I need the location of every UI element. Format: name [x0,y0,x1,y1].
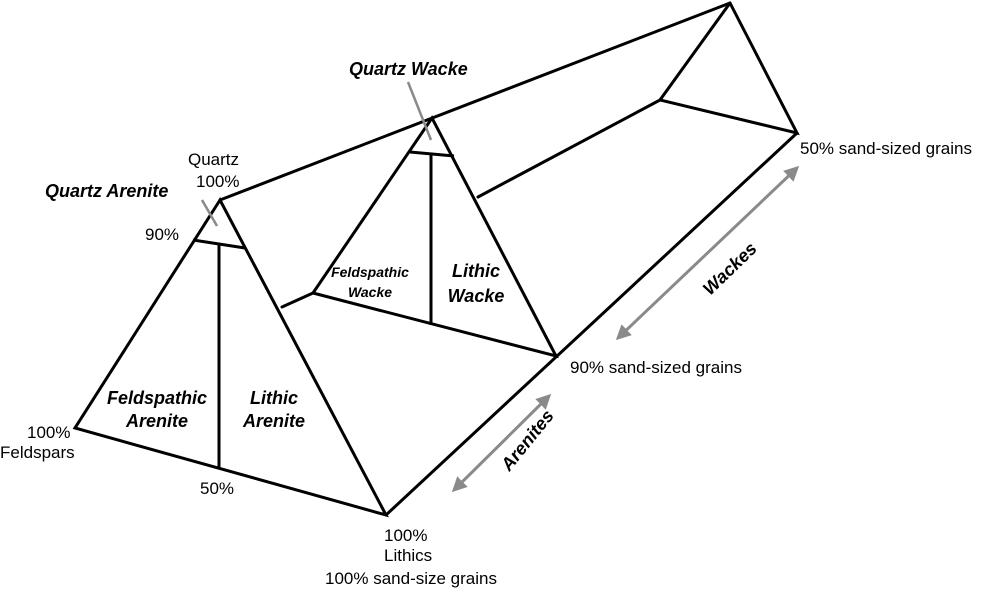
feldspars-100-label: 100% [27,423,70,442]
bottom-right-edge [384,131,799,517]
quartz-wacke-name: Quartz Wacke [349,59,468,79]
middle-triangle-outline [311,115,559,359]
grain-label-middle: 90% sand-sized grains [570,358,742,377]
quartz-wacke-pointer [406,81,433,141]
feldspars-label: Feldspars [0,443,75,462]
feldspathic-wacke-name-line2: Wacke [348,284,392,300]
feldspathic-arenite-name-line1: Feldspathic [107,388,207,408]
wackes-range-label: Wackes [699,238,761,299]
prism-edges [72,1,800,518]
quartz-100-label: 100% [196,172,239,191]
quartz-arenite-pointer [200,199,219,227]
hidden-floor-edge [280,291,315,309]
front-triangle [72,197,389,518]
lithic-arenite-name-line2: Arenite [242,411,305,431]
front-subdivisions [192,238,246,468]
quartz-label: Quartz [188,150,239,169]
feldspathic-wacke-name-line1: Feldspathic [331,264,409,280]
middle-triangle [311,115,559,359]
hidden-rear-edge [476,98,662,199]
lithic-arenite-name-line1: Lithic [250,388,298,408]
wackes-range-arrow [615,165,800,341]
feldspathic-arenite-name-line2: Arenite [125,411,188,431]
grain-label-front: 100% sand-size grains [325,569,497,588]
pct-90-label: 90% [145,225,179,244]
lithic-wacke-name-line1: Lithic [452,261,500,281]
top-ridge-edge [218,1,732,202]
pct-50-label: 50% [200,479,234,498]
grain-label-back: 50% sand-sized grains [800,139,972,158]
lithic-wacke-name-line2: Wacke [448,286,505,306]
arenites-range-arrow [451,393,552,493]
lithics-label: Lithics [384,546,432,565]
back-triangle [657,1,800,136]
lithics-100-label: 100% [384,526,427,545]
quartz-arenite-name: Quartz Arenite [45,181,168,201]
